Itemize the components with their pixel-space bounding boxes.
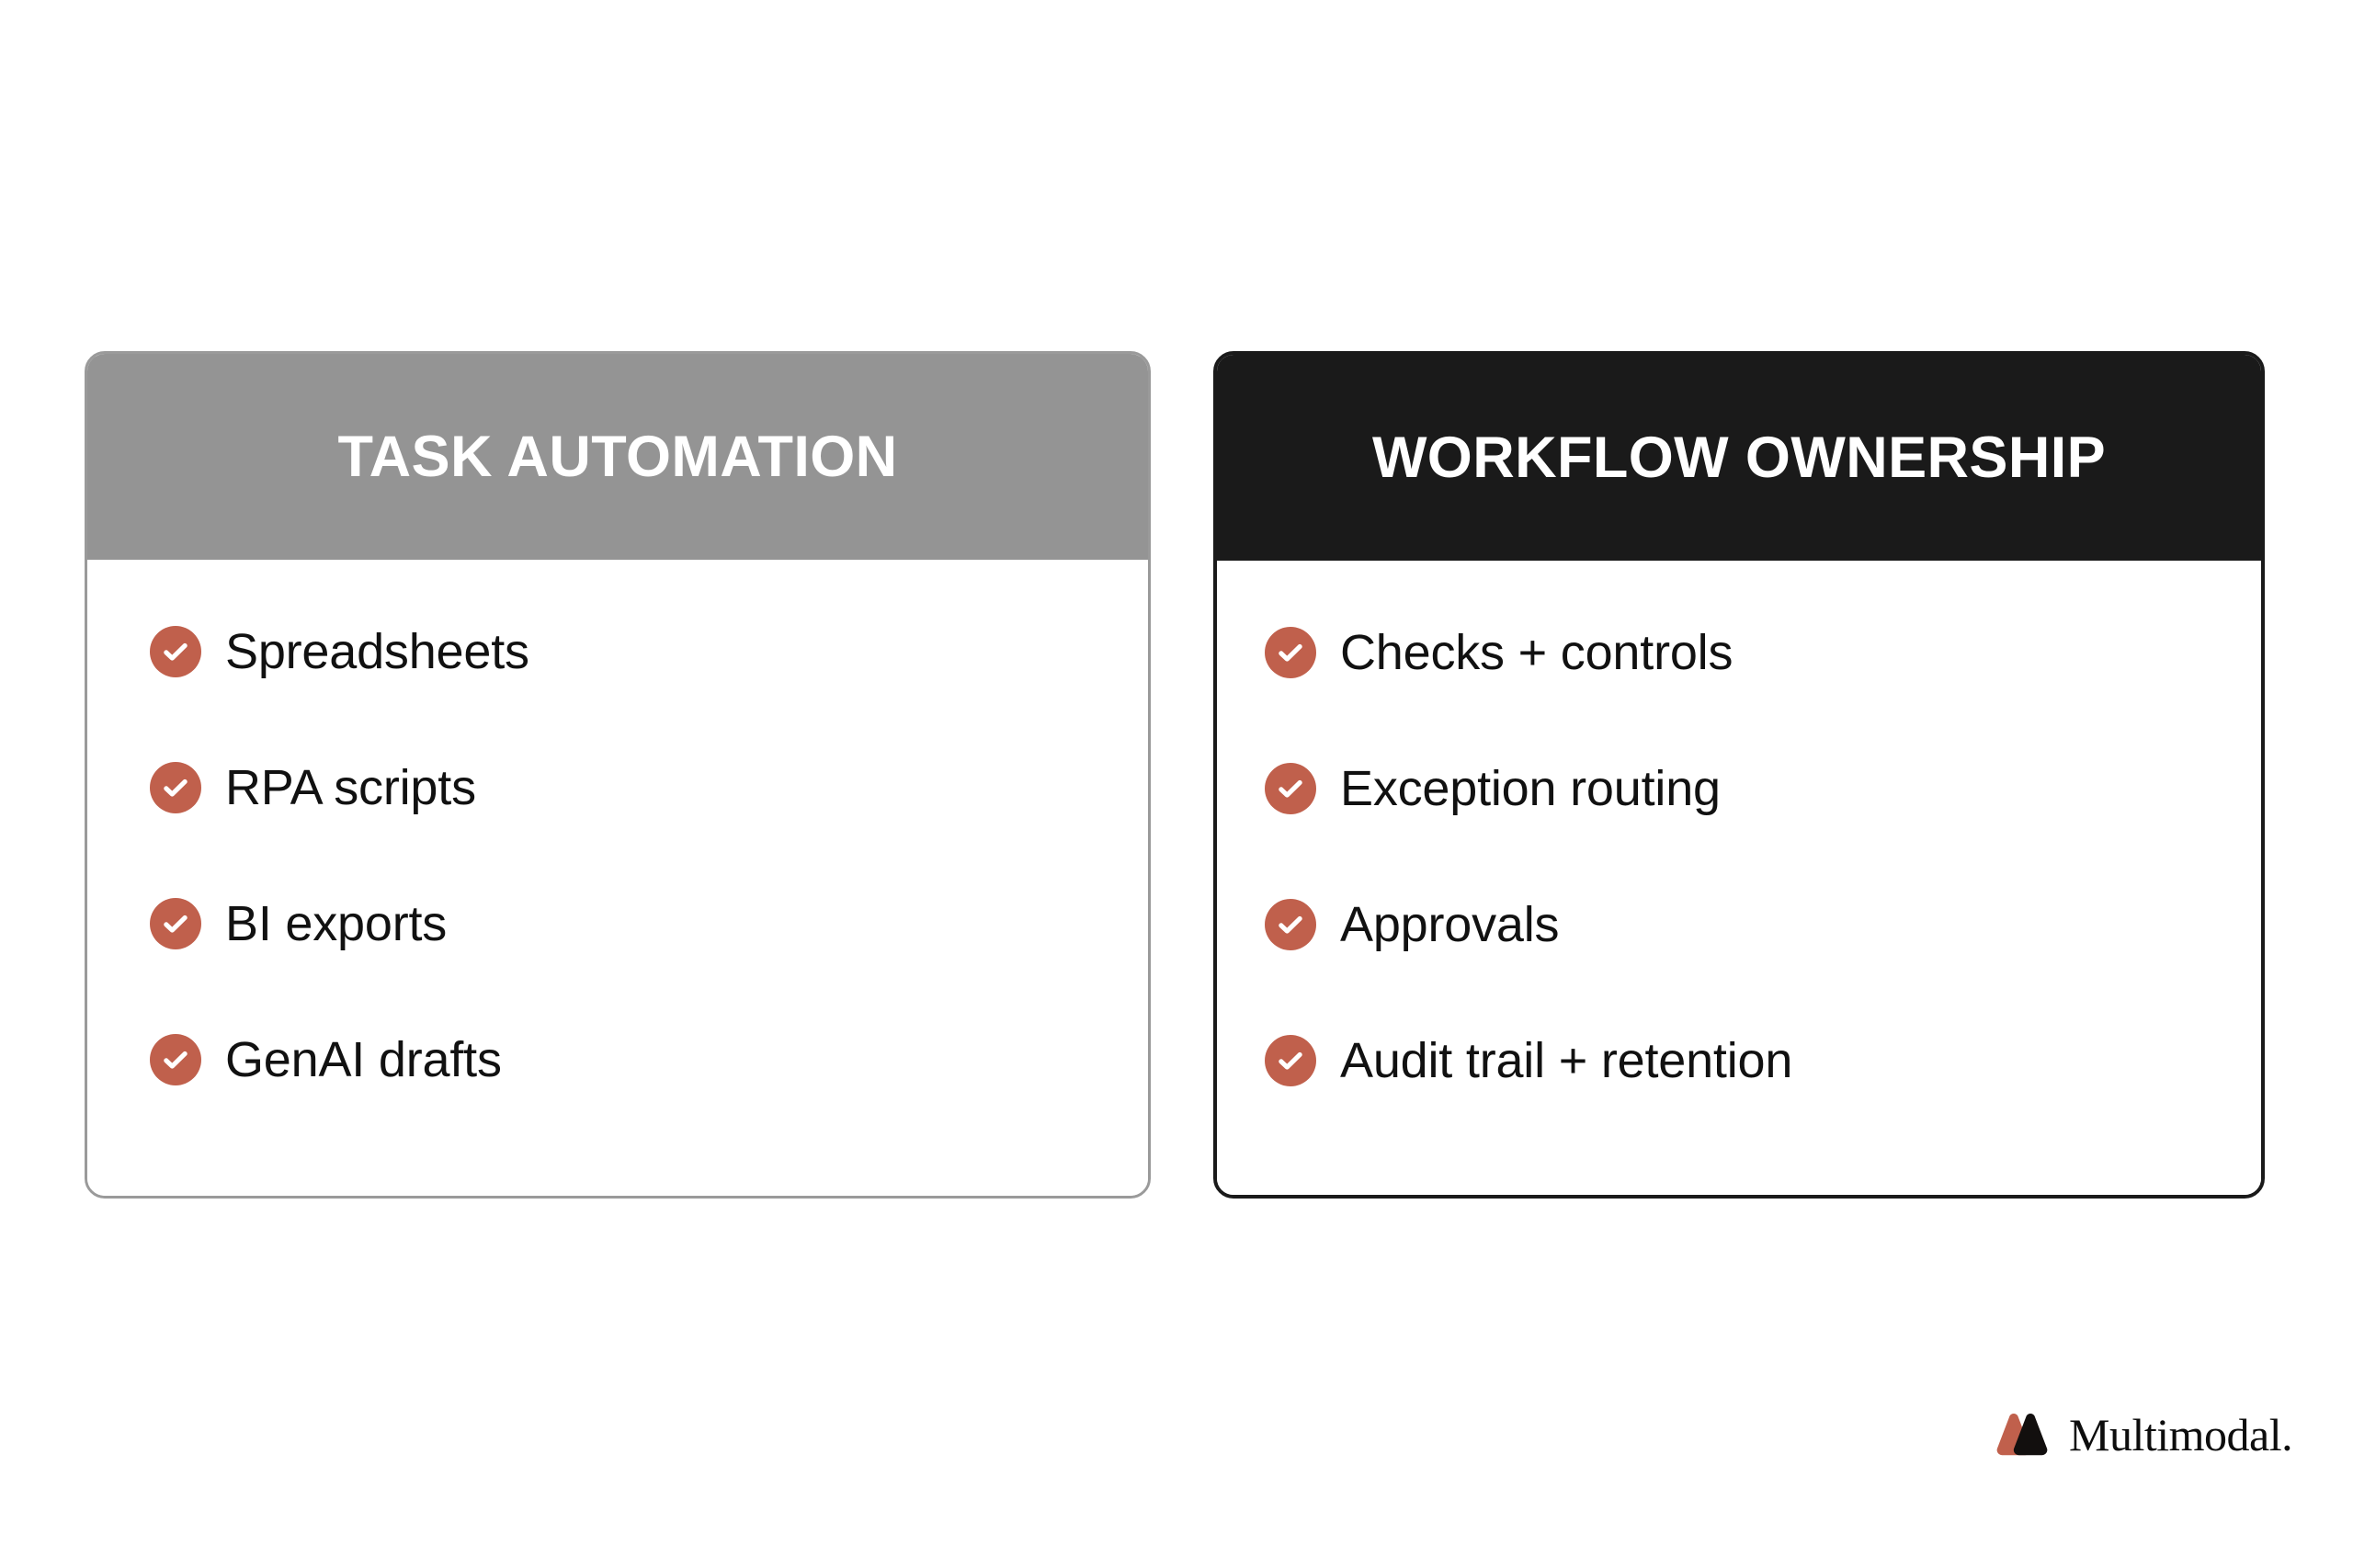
feature-list-task-automation: Spreadsheets RPA scripts (87, 611, 1148, 1100)
multimodal-triangles-logo-icon (1990, 1410, 2054, 1460)
list-item-label: RPA scripts (225, 760, 476, 815)
list-item: Approvals (1217, 884, 2261, 965)
list-item-label: Checks + controls (1340, 625, 1733, 680)
list-item-label: BI exports (225, 896, 448, 951)
list-item-label: Approvals (1340, 897, 1560, 952)
list-item-label: Spreadsheets (225, 624, 529, 679)
check-circle-icon (1265, 1035, 1316, 1086)
list-item: BI exports (87, 883, 1148, 964)
list-item-label: Audit trail + retention (1340, 1033, 1793, 1088)
list-item-label: Exception routing (1340, 761, 1721, 816)
list-item: GenAI drafts (87, 1019, 1148, 1100)
check-circle-icon (150, 626, 201, 677)
card-header-workflow-ownership: WORKFLOW OWNERSHIP (1217, 355, 2261, 561)
card-body-task-automation: Spreadsheets RPA scripts (87, 560, 1148, 1196)
list-item-label: GenAI drafts (225, 1032, 502, 1087)
check-circle-icon (150, 898, 201, 949)
card-header-task-automation: TASK AUTOMATION (87, 354, 1148, 560)
card-task-automation: TASK AUTOMATION Spreadsheets (85, 351, 1151, 1199)
card-body-workflow-ownership: Checks + controls Exception routing (1217, 561, 2261, 1195)
feature-list-workflow-ownership: Checks + controls Exception routing (1217, 612, 2261, 1101)
card-title-task-automation: TASK AUTOMATION (337, 424, 898, 489)
check-circle-icon (1265, 627, 1316, 678)
check-circle-icon (150, 762, 201, 813)
list-item: RPA scripts (87, 747, 1148, 828)
brand-logo: Multimodal. (1990, 1404, 2293, 1465)
check-circle-icon (1265, 899, 1316, 950)
card-title-workflow-ownership: WORKFLOW OWNERSHIP (1371, 425, 2107, 490)
list-item: Audit trail + retention (1217, 1020, 2261, 1101)
list-item: Spreadsheets (87, 611, 1148, 692)
check-circle-icon (1265, 763, 1316, 814)
list-item: Checks + controls (1217, 612, 2261, 693)
card-workflow-ownership: WORKFLOW OWNERSHIP Checks + controls (1213, 351, 2265, 1199)
brand-name-label: Multimodal. (2069, 1409, 2293, 1460)
check-circle-icon (150, 1034, 201, 1085)
list-item: Exception routing (1217, 748, 2261, 829)
